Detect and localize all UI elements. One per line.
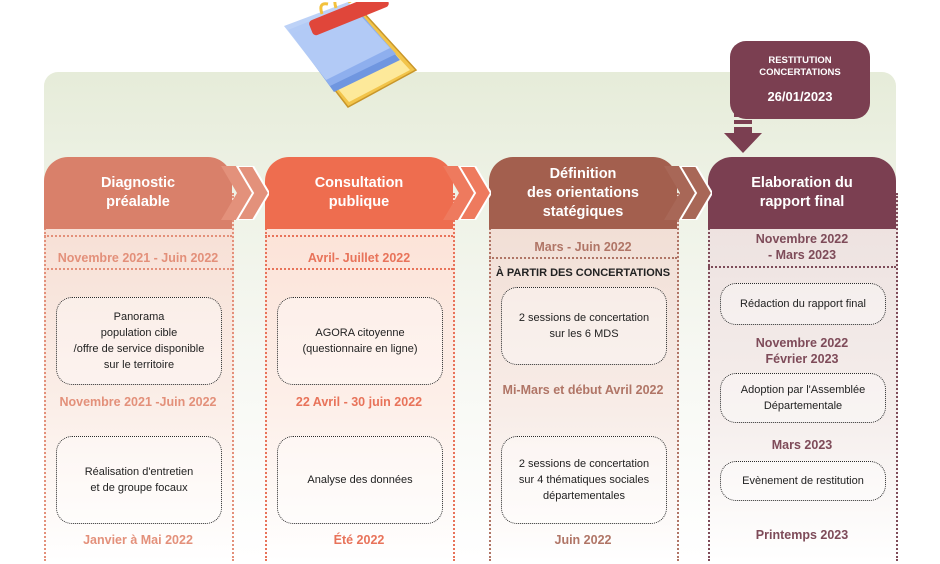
column-consultation: Consultation publique Avril- Juillet 2022…	[265, 157, 455, 562]
box-line: Réalisation d'entretien	[84, 466, 194, 478]
box-line: sur le territoire	[103, 359, 175, 371]
column-elaboration: Elaboration du rapport final Novembre 202…	[708, 157, 898, 562]
header-line: publique	[328, 194, 390, 210]
activity-box: Evènement de restitution	[720, 461, 886, 501]
box-line: Rédaction du rapport final	[740, 298, 866, 310]
double-chevron-right-icon	[664, 166, 712, 220]
column-header: Définition des orientations statégiques	[489, 157, 677, 229]
column-diagnostic: Diagnostic préalable Novembre 2021 - Juin…	[44, 157, 234, 562]
date-label: Novembre 2021 - Juin 2022	[57, 251, 219, 265]
box-line: population cible	[100, 327, 178, 339]
header-line: des orientations	[527, 185, 639, 201]
column-header: Consultation publique	[265, 157, 453, 229]
restitution-box: RESTITUTION CONCERTATIONS 26/01/2023	[730, 41, 870, 119]
activity-box: Réalisation d'entretien et de groupe foc…	[56, 436, 222, 524]
header-line: rapport final	[759, 194, 845, 210]
column-header: Elaboration du rapport final	[708, 157, 896, 229]
divider	[265, 235, 453, 237]
date-label: Juin 2022	[554, 533, 612, 547]
activity-box: AGORA citoyenne (questionnaire en ligne)	[277, 297, 443, 385]
box-line: 2 sessions de concertation	[518, 458, 650, 470]
divider	[708, 266, 896, 268]
header-line: préalable	[106, 194, 170, 210]
header-line: Consultation	[314, 175, 404, 191]
header-line: statégiques	[542, 204, 624, 220]
activity-box: 2 sessions de concertation sur 4 thémati…	[501, 436, 667, 524]
box-line: Panorama	[113, 311, 165, 323]
activity-box: Panorama population cible /offre de serv…	[56, 297, 222, 385]
column-header: Diagnostic préalable	[44, 157, 232, 229]
date-label: Novembre 2022 Février 2023	[708, 335, 896, 367]
column-body	[708, 193, 898, 561]
double-chevron-right-icon	[443, 166, 491, 220]
box-line: Evènement de restitution	[742, 475, 864, 487]
date-line: - Mars 2023	[767, 248, 837, 262]
box-line: (questionnaire en ligne)	[302, 343, 418, 355]
double-chevron-right-icon	[221, 166, 269, 220]
date-label: Printemps 2023	[755, 528, 849, 542]
date-line: Novembre 2022	[755, 232, 849, 246]
arrow-down-icon	[724, 113, 762, 153]
header-line: Diagnostic	[100, 175, 176, 191]
date-label: Mars 2023	[771, 438, 833, 452]
column-definition: Définition des orientations statégiques Ma…	[489, 157, 679, 562]
activity-box: Analyse des données	[277, 436, 443, 524]
date-label: Mi-Mars et début Avril 2022	[502, 383, 664, 397]
box-line: Analyse des données	[307, 474, 413, 486]
date-label: 22 Avril - 30 juin 2022	[295, 395, 423, 409]
box-line: Adoption par l'Assemblée	[740, 384, 866, 396]
box-line: Départementale	[763, 400, 843, 412]
restitution-date: 26/01/2023	[767, 89, 833, 104]
date-label: Novembre 2022 - Mars 2023	[708, 231, 896, 263]
column-body	[44, 193, 234, 561]
box-line: /offre de service disponible	[73, 343, 205, 355]
date-label: Janvier à Mai 2022	[83, 533, 193, 547]
subheading: À PARTIR DES CONCERTATIONS	[495, 267, 671, 279]
box-line: et de groupe focaux	[90, 482, 188, 494]
date-line: Février 2023	[765, 352, 839, 366]
date-line: Novembre 2022	[755, 336, 849, 350]
divider	[265, 268, 453, 270]
restitution-title-line1: RESTITUTION	[768, 55, 832, 66]
date-label: Été 2022	[333, 533, 385, 547]
divider	[489, 257, 677, 259]
column-body	[489, 193, 679, 561]
calendar-notepad-icon	[284, 2, 418, 108]
activity-box: Adoption par l'Assemblée Départementale	[720, 373, 886, 423]
box-line: départementales	[543, 490, 625, 502]
box-line: 2 sessions de concertation	[518, 312, 650, 324]
activity-box: Rédaction du rapport final	[720, 283, 886, 325]
date-label: Novembre 2021 -Juin 2022	[59, 395, 217, 409]
header-line: Définition	[549, 166, 617, 182]
column-body	[265, 193, 455, 561]
divider	[44, 235, 232, 237]
divider	[44, 268, 232, 270]
date-label: Mars - Juin 2022	[534, 240, 632, 254]
date-label: Avril- Juillet 2022	[307, 251, 411, 265]
box-line: sur 4 thématiques sociales	[518, 474, 650, 486]
box-line: AGORA citoyenne	[315, 327, 405, 339]
restitution-title: RESTITUTION CONCERTATIONS	[730, 55, 870, 79]
box-line: sur les 6 MDS	[549, 328, 619, 340]
restitution-title-line2: CONCERTATIONS	[759, 67, 841, 78]
activity-box: 2 sessions de concertation sur les 6 MDS	[501, 287, 667, 365]
header-line: Elaboration du	[751, 175, 853, 191]
